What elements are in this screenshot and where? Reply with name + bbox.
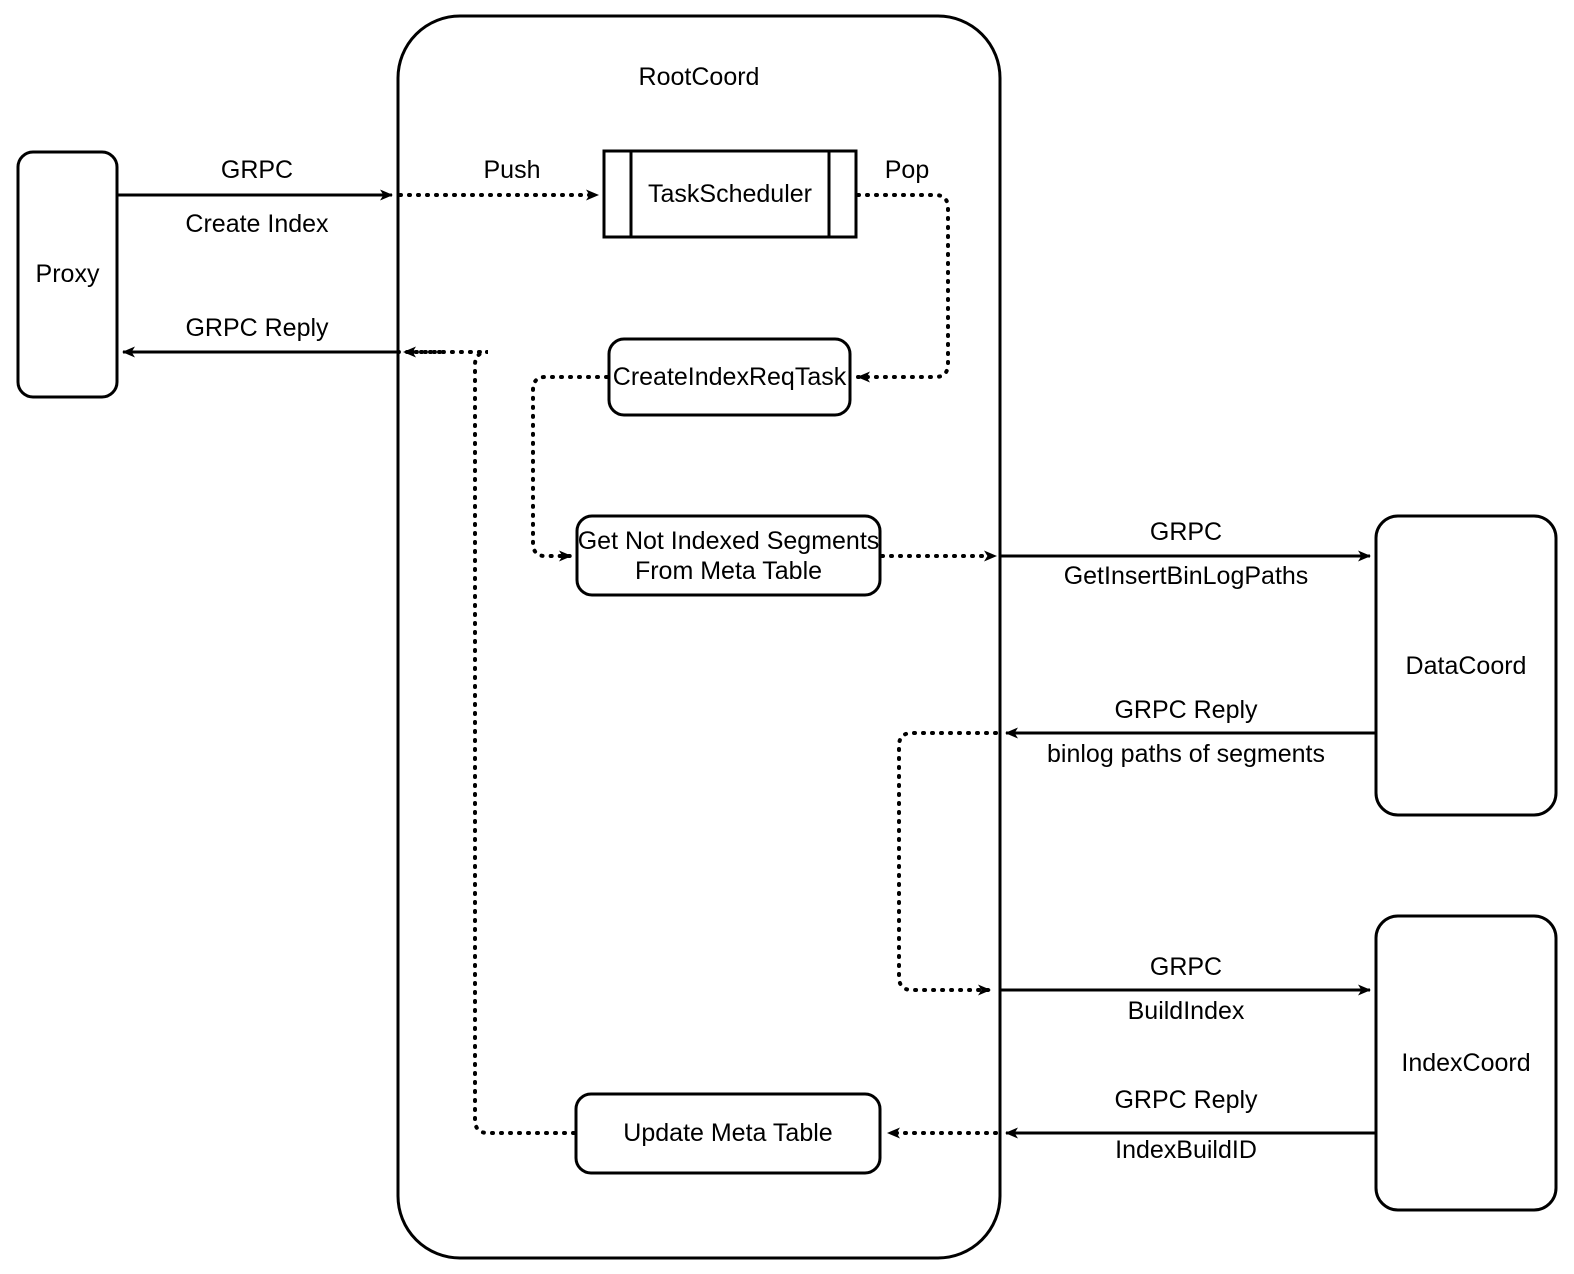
node-getnotindexedsegments[interactable] [575, 514, 882, 597]
edge-createindexreqtask-to-getnotindexedsegments [531, 375, 609, 562]
edge-label-grpc-datacoord-bottom: GetInsertBinLogPaths [1063, 562, 1309, 590]
edge-label-grpc-reply-datacoord-top: GRPC Reply [1114, 696, 1258, 724]
edge-label-grpc-indexcoord-top: GRPC [1149, 953, 1223, 981]
node-proxy[interactable] [16, 150, 119, 399]
node-datacoord[interactable] [1374, 514, 1558, 817]
container-rootcoord [396, 14, 1002, 1260]
edge-label-push: Push [483, 156, 541, 184]
edge-label-grpc-indexcoord-bottom: BuildIndex [1127, 997, 1245, 1025]
node-taskscheduler[interactable] [602, 149, 858, 239]
node-createindexreqtask[interactable] [607, 337, 852, 417]
edge-label-grpc-reply-datacoord-bottom: binlog paths of segments [1047, 740, 1325, 768]
edge-taskscheduler-to-createindexreqtask [856, 193, 950, 383]
edge-label-grpc-reply-proxy: GRPC Reply [185, 314, 329, 342]
node-updatemetatable[interactable] [574, 1092, 882, 1175]
edge-label-grpc-create-index-top: GRPC [220, 156, 294, 184]
node-indexcoord[interactable] [1374, 914, 1558, 1212]
edge-updatemetatable-to-reply [392, 350, 576, 1135]
edge-label-grpc-reply-indexcoord-top: GRPC Reply [1114, 1086, 1258, 1114]
edge-label-grpc-create-index-bottom: Create Index [185, 210, 329, 238]
edge-label-grpc-datacoord-top: GRPC [1149, 518, 1223, 546]
edge-binlog-reply-to-buildindex [897, 731, 998, 996]
edge-label-grpc-reply-indexcoord-bottom: IndexBuildID [1115, 1136, 1257, 1164]
edge-label-pop: Pop [884, 156, 930, 184]
